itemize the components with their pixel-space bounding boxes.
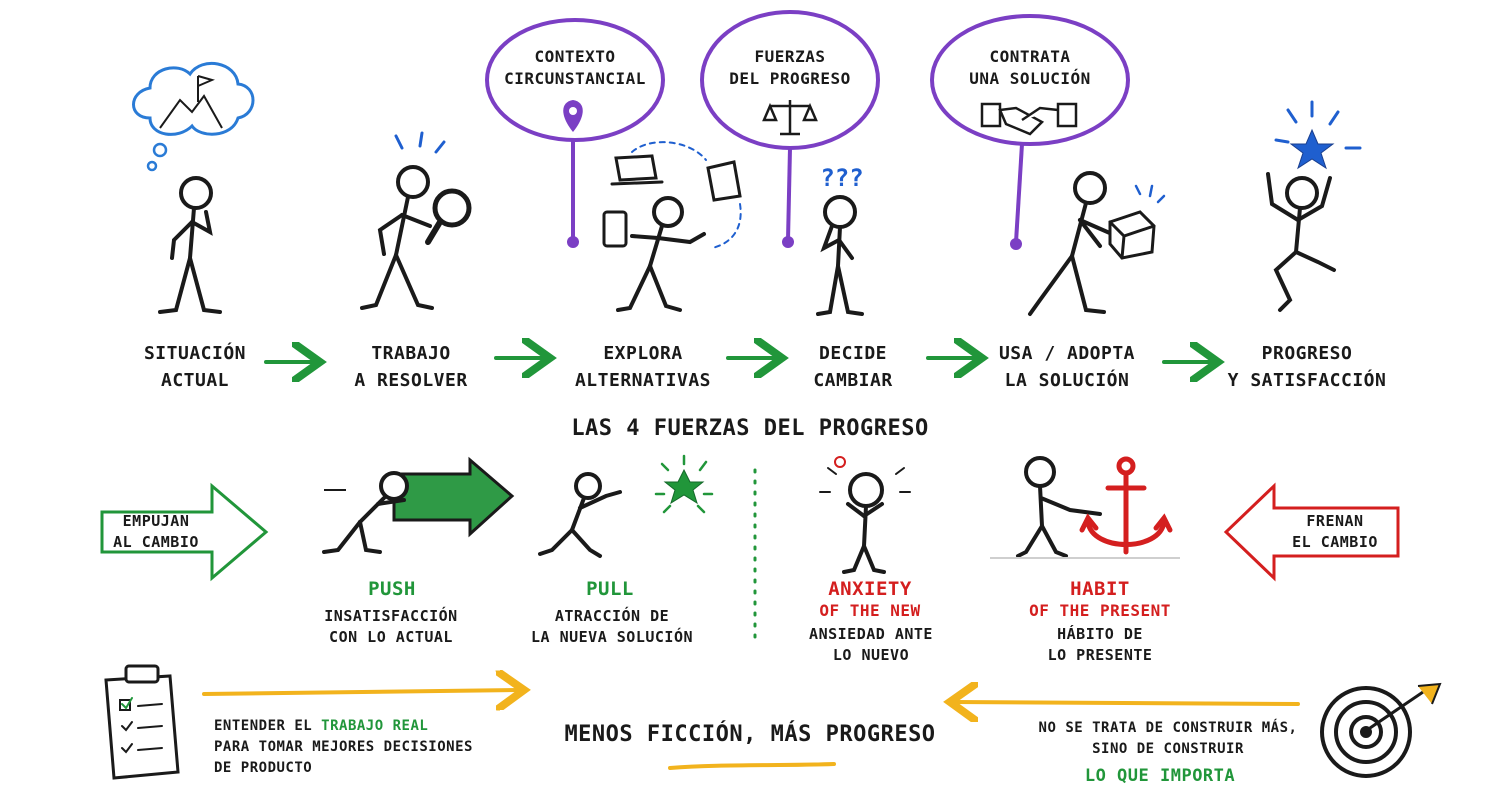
bubble-context-label: CONTEXTO CIRCUNSTANCIAL (504, 47, 646, 88)
step-situacion-actual: SITUACIÓN ACTUAL (143, 343, 247, 391)
push-desc: INSATISFACCIÓN CON LO ACTUAL (324, 607, 458, 646)
box-carrying-person-icon (1028, 171, 1166, 316)
juggling-devices-icon (602, 141, 742, 312)
bubble-forces (700, 10, 880, 248)
habit-desc: HÁBITO DE LO PRESENTE (1047, 625, 1153, 664)
footer-right-arrow (954, 702, 1300, 704)
location-pin-icon (563, 100, 583, 132)
pull-desc: ATRACCIÓN DE LA NUEVA SOLUCIÓN (530, 607, 694, 646)
bubble-hire-label: CONTRATA UNA SOLUCIÓN (969, 47, 1091, 88)
footer-left-highlight: TRABAJO REAL (321, 718, 429, 734)
anxiety-subtitle: OF THE NEW (819, 601, 921, 620)
footer-right-text: NO SE TRATA DE CONSTRUIR MÁS, SINO DE CO… (1018, 718, 1318, 760)
handshake-icon (980, 102, 1078, 136)
bubble-hire (930, 14, 1130, 250)
brake-outline-arrow (1223, 482, 1400, 582)
footer-center-slogan: MENOS FICCIÓN, MÁS PROGRESO (564, 722, 936, 747)
center-underline (668, 762, 836, 770)
question-marks-icon: ??? (820, 164, 863, 192)
sparkle-icon (1274, 100, 1362, 150)
anxiety-figure-icon (819, 456, 911, 574)
step-explora-alternativas: EXPLORA ALTERNATIVAS (574, 343, 712, 391)
footer-left-text: ENTENDER EL TRABAJO REAL PARA TOMAR MEJO… (214, 716, 504, 779)
magnifier-person-icon (360, 131, 472, 310)
jumping-star-person-icon (1266, 172, 1336, 312)
pull-title: PULL (586, 578, 634, 600)
forces-title: LAS 4 FUERZAS DEL PROGRESO (571, 416, 929, 441)
anxiety-title: ANXIETY (828, 578, 912, 600)
pull-figure-icon (538, 454, 714, 558)
footer-left-rest: PARA TOMAR MEJORES DECISIONES DE PRODUCT… (214, 739, 473, 776)
habit-figure-icon (990, 456, 1180, 559)
step-usa-adopta: USA / ADOPTA LA SOLUCIÓN (998, 343, 1136, 391)
anxiety-desc: ANSIEDAD ANTE LO NUEVO (809, 625, 933, 664)
step-progreso-satisfaccion: PROGRESO Y SATISFACCIÓN (1227, 343, 1387, 391)
balance-scale-icon (762, 100, 818, 136)
push-arrow-label: EMPUJAN AL CAMBIO (113, 512, 199, 551)
dream-cloud-icon (132, 62, 255, 172)
bubble-context (485, 18, 665, 248)
footer-right-highlight: LO QUE IMPORTA (1084, 766, 1236, 786)
footer-left-prefix: ENTENDER EL (214, 718, 322, 734)
footer-right-plain: NO SE TRATA DE CONSTRUIR MÁS, SINO DE CO… (1038, 720, 1298, 757)
anchor-icon (1079, 456, 1173, 555)
step-trabajo-a-resolver: TRABAJO A RESOLVER (354, 343, 468, 391)
star-icon (1289, 128, 1335, 170)
step-decide-cambiar: DECIDE CAMBIAR (813, 343, 893, 391)
push-figure-icon (322, 456, 515, 554)
question-person-icon (816, 195, 864, 316)
target-icon (1320, 682, 1442, 778)
clipboard-icon (104, 664, 180, 780)
push-title: PUSH (368, 578, 416, 600)
star-icon (663, 468, 705, 505)
bubble-forces-label: FUERZAS DEL PROGRESO (729, 47, 851, 88)
habit-subtitle: OF THE PRESENT (1029, 601, 1171, 620)
habit-title: HABIT (1070, 578, 1130, 600)
step-arrows (264, 358, 1214, 362)
thinking-person-icon (158, 176, 222, 314)
footer-left-arrow (202, 690, 520, 694)
push-outline-arrow (100, 482, 269, 582)
brake-arrow-label: FRENAN EL CAMBIO (1292, 512, 1378, 551)
